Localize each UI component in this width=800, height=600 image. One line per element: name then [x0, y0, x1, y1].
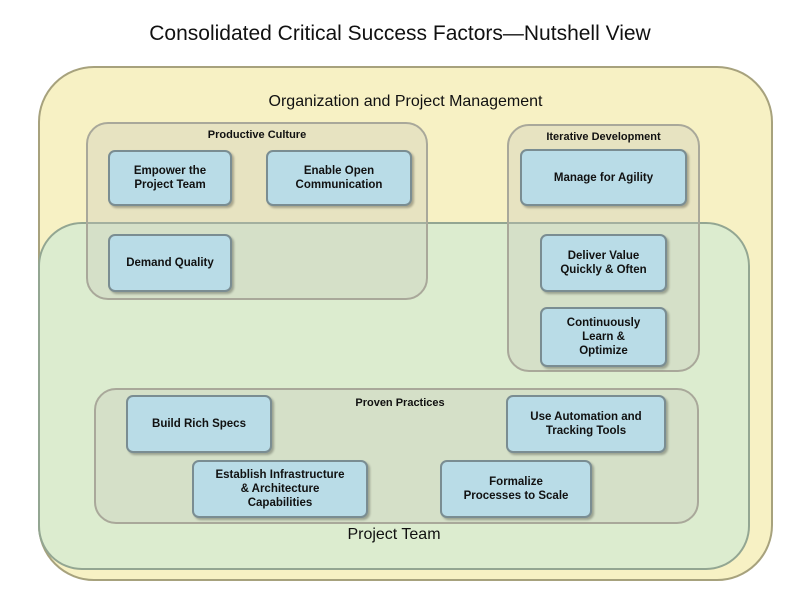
manage-agility-box: Manage for Agility [520, 149, 687, 206]
empower-team-box: Empower the Project Team [108, 150, 232, 206]
infrastructure-architecture-box: Establish Infrastructure & Architecture … [192, 460, 368, 518]
deliver-value-box: Deliver Value Quickly & Often [540, 234, 667, 292]
open-communication-box: Enable Open Communication [266, 150, 412, 206]
continuously-learn-box: Continuously Learn & Optimize [540, 307, 667, 367]
proven-practices-label: Proven Practices [355, 397, 445, 409]
organization-label: Organization and Project Management [268, 93, 543, 110]
demand-quality-box: Demand Quality [108, 234, 232, 292]
build-rich-specs-box: Build Rich Specs [126, 395, 272, 453]
formalize-processes-box: Formalize Processes to Scale [440, 460, 592, 518]
automation-tools-box: Use Automation and Tracking Tools [506, 395, 666, 453]
iterative-development-label: Iterative Development [546, 131, 661, 143]
diagram-title: Consolidated Critical Success Factors—Nu… [149, 22, 651, 45]
productive-culture-label: Productive Culture [207, 129, 307, 141]
project-team-label: Project Team [347, 526, 441, 543]
